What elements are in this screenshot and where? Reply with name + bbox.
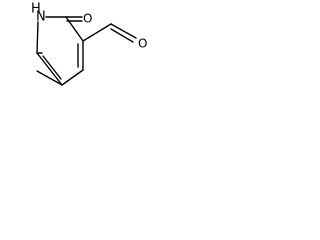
bond-c3-cho xyxy=(82,23,112,42)
aldehyde-oxygen-label: O xyxy=(138,37,147,51)
bond-c5-c6-inner xyxy=(42,55,62,80)
bond-c5-methyl xyxy=(36,70,63,86)
bond-cho-o-double xyxy=(110,28,134,43)
bond-c4-c5 xyxy=(61,69,84,86)
molecule-canvas: H N O O xyxy=(0,0,184,104)
nh-hydrogen-label: H xyxy=(31,2,41,17)
chemical-structure-diagram: H N O O xyxy=(31,2,147,86)
bond-c5-c6 xyxy=(36,52,63,86)
nh-nitrogen-label: N xyxy=(36,10,46,25)
bond-cho-o xyxy=(110,23,137,39)
carbonyl-oxygen-label: O xyxy=(83,12,92,26)
bond-n1-c6 xyxy=(36,21,39,54)
